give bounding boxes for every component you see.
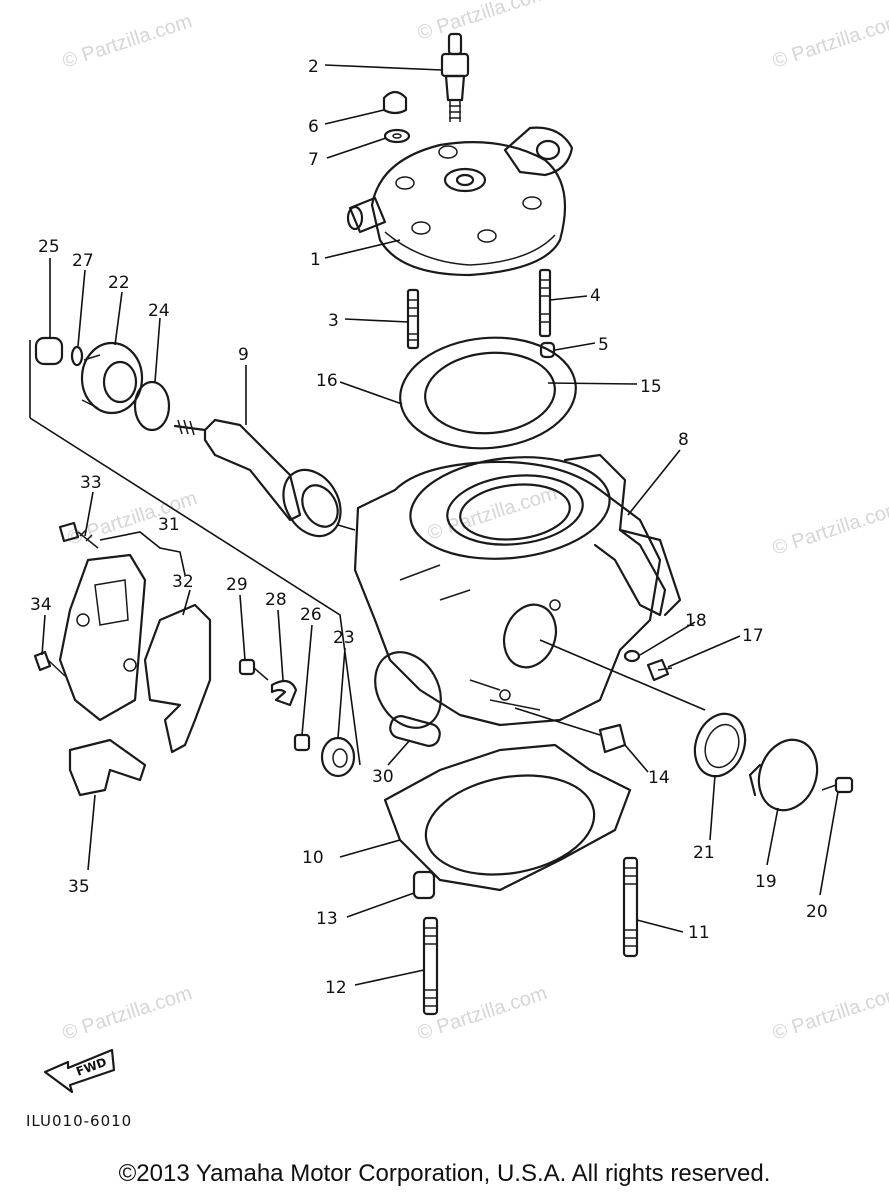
callout-21: 21 xyxy=(693,843,715,863)
collar xyxy=(293,733,311,752)
watermark: © Partzilla.com xyxy=(415,0,550,45)
cap-nut xyxy=(382,90,408,115)
callout-32: 32 xyxy=(172,572,194,592)
callout-19: 19 xyxy=(755,872,777,892)
callout-3: 3 xyxy=(328,311,339,331)
watermark: © Partzilla.com xyxy=(770,497,889,560)
cylinder xyxy=(353,453,682,729)
oil-seal xyxy=(320,736,356,778)
exhaust-pipe xyxy=(173,418,342,538)
fwd-arrow: FWD xyxy=(43,1048,116,1094)
callout-5: 5 xyxy=(598,335,609,355)
watermark: © Partzilla.com xyxy=(60,982,195,1045)
o-ring-small xyxy=(70,345,84,367)
parts-diagram: © Partzilla.com © Partzilla.com © Partzi… xyxy=(26,0,889,1130)
callout-8: 8 xyxy=(678,430,689,450)
callout-13: 13 xyxy=(316,909,338,929)
watermark: © Partzilla.com xyxy=(60,10,195,73)
callout-20: 20 xyxy=(806,902,828,922)
stud-12 xyxy=(422,916,439,1016)
washer xyxy=(383,128,411,144)
exhaust-cover xyxy=(748,738,819,812)
head-o-ring-outer xyxy=(399,336,577,450)
bolt-17 xyxy=(646,658,673,682)
callout-23: 23 xyxy=(333,628,355,648)
callout-22: 22 xyxy=(108,273,130,293)
copyright-notice: ©2013 Yamaha Motor Corporation, U.S.A. A… xyxy=(118,1160,771,1187)
callout-15: 15 xyxy=(640,377,662,397)
base-gasket xyxy=(383,743,632,892)
watermark: © Partzilla.com xyxy=(770,10,889,73)
callout-25: 25 xyxy=(38,237,60,257)
callout-labels: 2 6 7 1 3 4 5 16 15 8 9 25 27 22 24 33 3… xyxy=(30,57,828,998)
callout-34: 34 xyxy=(30,595,52,615)
parts: FWD ILU010-6010 xyxy=(26,32,854,1130)
callout-12: 12 xyxy=(325,978,347,998)
callout-16: 16 xyxy=(316,371,338,391)
callout-7: 7 xyxy=(308,150,319,170)
bolt-20 xyxy=(821,776,854,794)
cover-gasket xyxy=(693,712,747,778)
cylinder-head xyxy=(346,126,574,277)
callout-33: 33 xyxy=(80,473,102,493)
dowel-pin xyxy=(412,870,436,900)
callout-35: 35 xyxy=(68,877,90,897)
callout-17: 17 xyxy=(742,626,764,646)
callout-27: 27 xyxy=(72,251,94,271)
clip xyxy=(270,679,298,707)
callout-14: 14 xyxy=(648,768,670,788)
fwd-label: FWD xyxy=(74,1055,108,1079)
callout-30: 30 xyxy=(372,767,394,787)
washer-18 xyxy=(623,649,641,663)
thermostat-housing xyxy=(80,341,144,415)
head-o-ring-inner xyxy=(424,351,556,435)
guide xyxy=(68,738,147,797)
bolt-29 xyxy=(238,658,269,681)
water-pump-housing xyxy=(58,553,147,722)
callout-9: 9 xyxy=(238,345,249,365)
callout-29: 29 xyxy=(226,575,248,595)
spark-plug xyxy=(440,32,470,122)
callout-2: 2 xyxy=(308,57,319,77)
callout-24: 24 xyxy=(148,301,170,321)
watermark: © Partzilla.com xyxy=(770,982,889,1045)
bolt-33 xyxy=(58,521,99,549)
diagram-code: ILU010-6010 xyxy=(26,1112,132,1130)
pump-gasket xyxy=(143,603,212,754)
callout-6: 6 xyxy=(308,117,319,137)
exhaust-gasket xyxy=(389,715,441,747)
callout-18: 18 xyxy=(685,611,707,631)
stud-11 xyxy=(622,856,639,958)
callout-31: 31 xyxy=(158,515,180,535)
nut-14 xyxy=(598,723,627,754)
callout-4: 4 xyxy=(590,286,601,306)
callout-1: 1 xyxy=(310,250,321,270)
callout-26: 26 xyxy=(300,605,322,625)
o-ring xyxy=(133,380,171,432)
callout-10: 10 xyxy=(302,848,324,868)
callout-11: 11 xyxy=(688,923,710,943)
studs-upper xyxy=(406,268,556,359)
callout-28: 28 xyxy=(265,590,287,610)
cap xyxy=(34,336,64,366)
leader-lines xyxy=(41,64,839,986)
